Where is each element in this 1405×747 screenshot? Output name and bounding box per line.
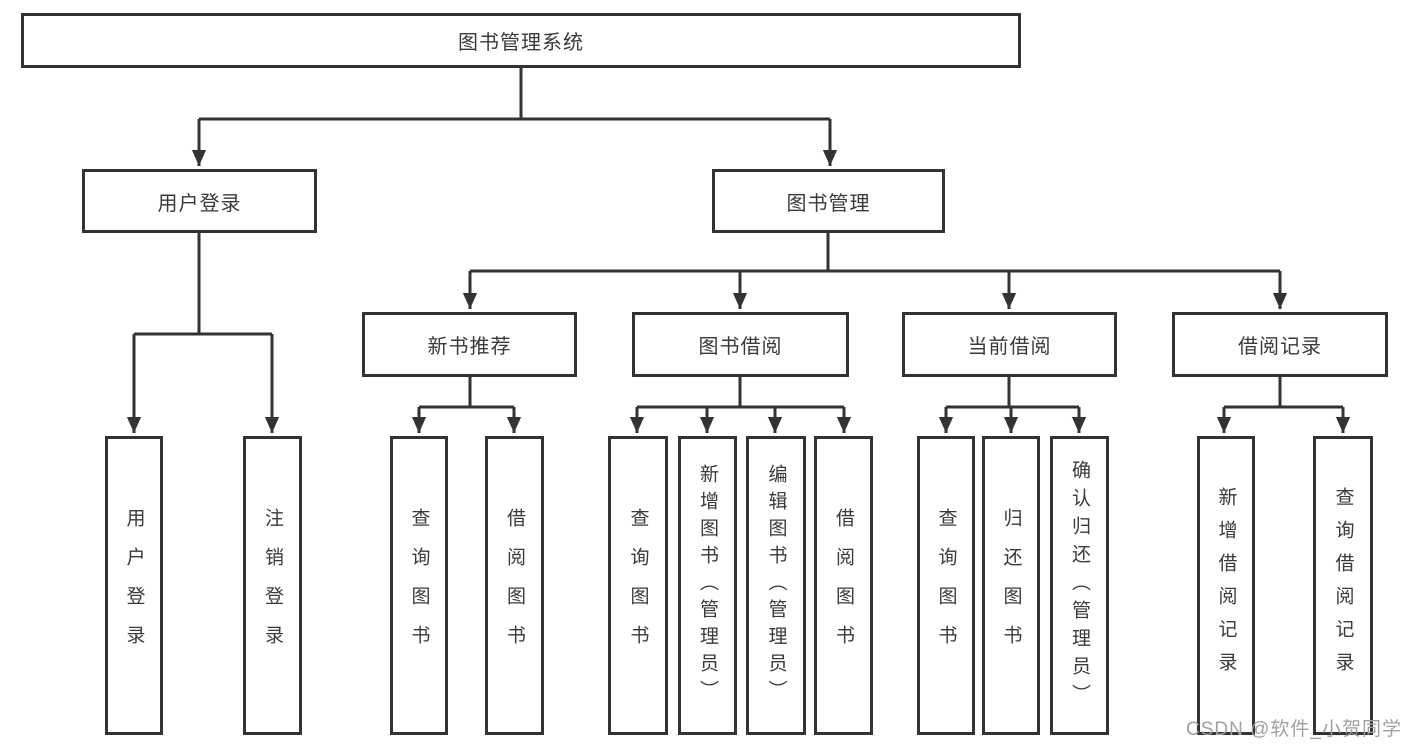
leaf-borrow-search-books-label: 查询图书	[627, 507, 649, 664]
leaf-borrow-books: 借阅图书	[814, 436, 873, 735]
csdn-watermark: CSDN @软件_小贺同学	[1186, 719, 1402, 740]
node-current-borrow: 当前借阅	[902, 312, 1117, 377]
leaf-return-books: 归还图书	[982, 436, 1040, 735]
leaf-user-login-label: 用户登录	[123, 507, 145, 664]
leaf-recommend-search-books: 查询图书	[390, 436, 448, 735]
node-library-system-label: 图书管理系统	[458, 32, 584, 54]
leaf-edit-books-admin: 编辑图书（管理员）	[746, 436, 806, 735]
node-borrow-records-label: 借阅记录	[1238, 336, 1322, 358]
leaf-recommend-borrow-books-label: 借阅图书	[504, 507, 525, 664]
node-library-system: 图书管理系统	[21, 13, 1021, 68]
leaf-confirm-return-admin: 确认归还（管理员）	[1050, 436, 1109, 735]
node-user-login-label: 用户登录	[157, 192, 242, 215]
leaf-add-books-admin-label: 新增图书（管理员）	[697, 464, 718, 707]
node-new-book-recommend-label: 新书推荐	[427, 336, 512, 358]
leaf-add-borrow-record-label: 新增借阅记录	[1215, 486, 1237, 685]
leaf-current-search-books-label: 查询图书	[935, 507, 957, 664]
node-user-login: 用户登录	[82, 169, 317, 233]
leaf-search-borrow-record-label: 查询借阅记录	[1332, 486, 1354, 685]
node-new-book-recommend: 新书推荐	[362, 312, 577, 377]
leaf-current-search-books: 查询图书	[917, 436, 975, 735]
leaf-return-books-label: 归还图书	[1000, 507, 1022, 664]
node-book-borrow-label: 图书借阅	[698, 336, 783, 358]
node-current-borrow-label: 当前借阅	[967, 336, 1052, 358]
leaf-borrow-search-books: 查询图书	[608, 436, 668, 735]
leaf-search-borrow-record: 查询借阅记录	[1313, 436, 1373, 735]
leaf-logout: 注销登录	[243, 436, 302, 735]
leaf-borrow-books-label: 借阅图书	[833, 507, 854, 664]
node-book-borrow: 图书借阅	[632, 312, 849, 377]
leaf-confirm-return-admin-label: 确认归还（管理员）	[1069, 459, 1090, 712]
node-borrow-records: 借阅记录	[1172, 312, 1388, 377]
leaf-edit-books-admin-label: 编辑图书（管理员）	[765, 464, 787, 707]
node-book-management-label: 图书管理	[786, 192, 871, 215]
leaf-logout-label: 注销登录	[262, 507, 283, 664]
leaf-recommend-search-books-label: 查询图书	[408, 507, 430, 664]
leaf-add-borrow-record: 新增借阅记录	[1197, 436, 1255, 735]
node-book-management: 图书管理	[712, 169, 945, 233]
leaf-user-login: 用户登录	[105, 436, 163, 735]
leaf-add-books-admin: 新增图书（管理员）	[678, 436, 737, 735]
leaf-recommend-borrow-books: 借阅图书	[485, 436, 544, 735]
